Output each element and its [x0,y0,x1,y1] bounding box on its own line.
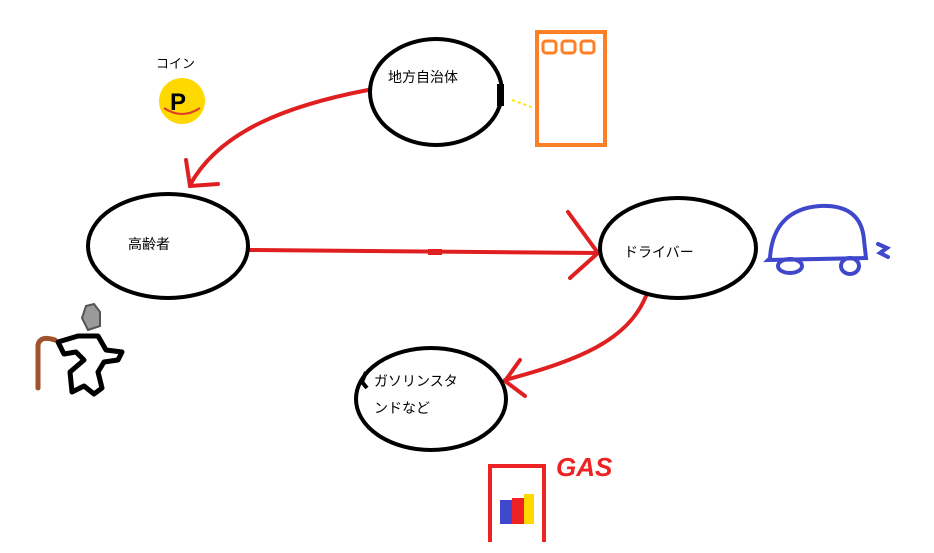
car-icon [763,203,892,276]
arrow-government-to-elderly [184,88,370,189]
node-gas-station-label-2: ンドなど [374,401,430,417]
node-gas-station-label-1: ガソリンスタ [374,374,458,390]
building-icon [511,30,607,147]
gas-label: GAS [556,452,613,482]
node-gas-station: ガソリンスタ ンドなど [354,346,508,452]
gas-pump-icon: GAS [488,452,613,542]
node-government: 地方自治体 [368,37,504,147]
coin-symbol: P [170,89,186,116]
node-driver: ドライバー [598,196,758,300]
node-driver-label: ドライバー [624,245,694,261]
arrow-driver-to-gasstation [502,294,648,398]
arrow-elderly-to-driver [248,210,601,280]
node-elderly: 高齢者 [86,192,250,300]
node-elderly-label: 高齢者 [128,236,170,253]
coin-icon: コイン P [156,57,205,124]
node-government-label: 地方自治体 [388,70,458,86]
coin-label: コイン [156,57,195,72]
elderly-person-icon [35,302,125,397]
